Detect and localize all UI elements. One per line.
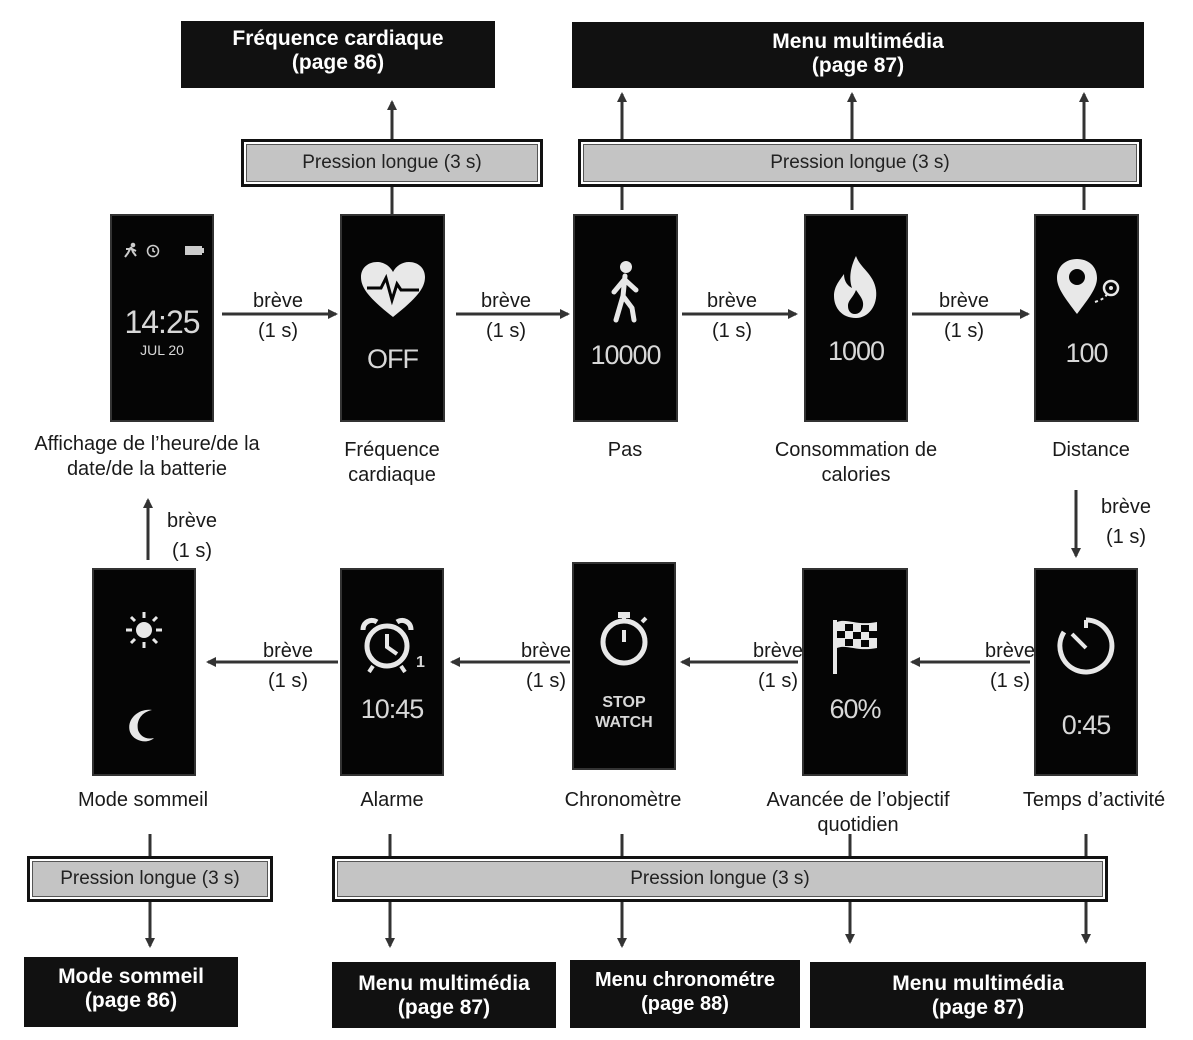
sun-icon xyxy=(94,610,194,655)
short-press-label-1: brève(1 s) xyxy=(252,290,304,342)
time-value: 14:25 xyxy=(124,304,200,340)
header-sleep-menu: Mode sommeil (page 86) xyxy=(24,957,238,1027)
screen-goal: 60% xyxy=(802,568,908,776)
label-activity-time: Temps d’activité xyxy=(1022,789,1166,811)
screen-distance: 100 xyxy=(1034,214,1139,422)
label-steps: Pas xyxy=(607,439,643,461)
label-heart-rate: Fréquence cardiaque xyxy=(344,439,440,486)
screen-activity-time: 0:45 xyxy=(1034,568,1138,776)
screen-alarm: 1 10:45 xyxy=(340,568,444,776)
status-icons xyxy=(112,242,212,263)
screen-time: 14:25 JUL 20 xyxy=(110,214,214,422)
screen-calories: 1000 xyxy=(804,214,908,422)
long-press-bar-heart: Pression longue (3 s) xyxy=(241,139,543,187)
battery-icon xyxy=(185,246,204,255)
runner-icon xyxy=(124,242,137,258)
checkered-flag-icon xyxy=(804,616,906,681)
label-goal: Avancée de l’objectif quotidien xyxy=(766,789,950,836)
long-press-bar-sleep: Pression longue (3 s) xyxy=(27,856,273,902)
label-distance: Distance xyxy=(1052,439,1130,461)
distance-value: 100 xyxy=(1065,338,1108,368)
timer-icon xyxy=(1036,614,1136,683)
header-stopwatch-menu: Menu chronométre (page 88) xyxy=(570,960,800,1028)
header-media-menu-top: Menu multimédia (page 87) xyxy=(572,22,1144,88)
short-press-label-2: brève(1 s) xyxy=(480,290,532,342)
goal-value: 60% xyxy=(829,694,881,724)
moon-icon xyxy=(94,704,194,749)
flame-icon xyxy=(806,254,906,325)
short-press-label-distance: brève(1 s) xyxy=(1100,496,1152,548)
short-press-label-7: brève(1 s) xyxy=(520,640,572,692)
calories-value: 1000 xyxy=(827,336,885,366)
screen-heart-rate: OFF xyxy=(340,214,445,422)
header-media-menu-alarm: Menu multimédia (page 87) xyxy=(332,962,556,1028)
label-sleep: Mode sommeil xyxy=(77,789,209,811)
header-media-menu-right: Menu multimédia (page 87) xyxy=(810,962,1146,1028)
label-calories: Consommation de calories xyxy=(774,439,938,486)
short-press-label-4: brève(1 s) xyxy=(938,290,990,342)
screen-sleep xyxy=(92,568,196,776)
activity-time-value: 0:45 xyxy=(1061,710,1112,740)
stopwatch-value-line2: WATCH xyxy=(595,714,653,731)
heart-rate-value: OFF xyxy=(367,344,419,374)
label-stopwatch: Chronomètre xyxy=(564,789,682,811)
long-press-bar-top-right: Pression longue (3 s) xyxy=(578,139,1142,187)
screen-steps: 10000 xyxy=(573,214,678,422)
stopwatch-icon xyxy=(574,608,674,673)
label-time: Affichage de l’heure/de la date/de la ba… xyxy=(34,433,260,480)
header-heart-rate-menu: Fréquence cardiaque (page 86) xyxy=(181,21,495,88)
screen-stopwatch: STOP WATCH xyxy=(572,562,676,770)
long-press-bar-bottom: Pression longue (3 s) xyxy=(332,856,1108,902)
alarm-clock-icon xyxy=(342,614,442,681)
alarm-badge: 1 xyxy=(416,654,425,671)
short-press-label-5: brève(1 s) xyxy=(984,640,1036,692)
label-alarm: Alarme xyxy=(360,789,424,811)
location-pin-icon xyxy=(1036,256,1137,321)
date-value: JUL 20 xyxy=(140,342,184,358)
short-press-label-sleep: brève(1 s) xyxy=(166,510,218,562)
heart-pulse-icon xyxy=(342,260,443,325)
short-press-label-6: brève(1 s) xyxy=(752,640,804,692)
short-press-label-8: brève(1 s) xyxy=(262,640,314,692)
short-press-label-3: brève(1 s) xyxy=(706,290,758,342)
steps-value: 10000 xyxy=(590,340,661,370)
alarm-value: 10:45 xyxy=(360,694,425,724)
walking-person-icon xyxy=(575,260,676,329)
stopwatch-value-line1: STOP xyxy=(602,694,646,711)
alarm-icon xyxy=(146,244,160,258)
